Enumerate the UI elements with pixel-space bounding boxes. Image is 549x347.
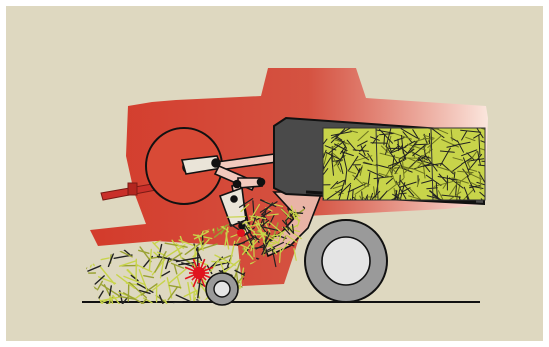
hitch-collar <box>128 183 137 195</box>
main-wheel-hub <box>322 237 370 285</box>
pickup-hub <box>193 267 205 279</box>
feeder-tine-dot <box>237 229 245 237</box>
baler-illustration <box>6 6 543 341</box>
gauge-wheel-hub <box>214 281 230 297</box>
illustration-panel <box>6 6 543 341</box>
